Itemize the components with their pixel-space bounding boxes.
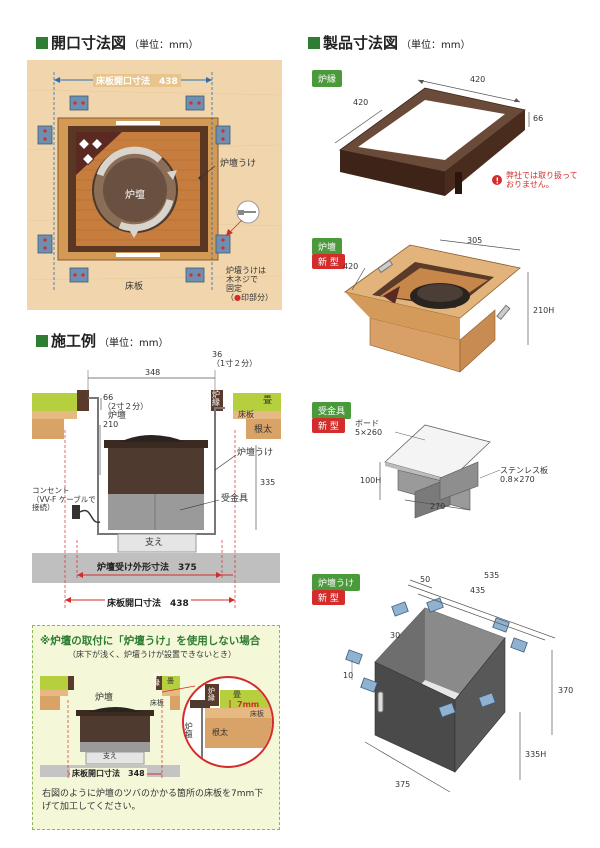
- example-dim-210: 210: [103, 420, 119, 429]
- rodan-tag: 炉壇: [312, 238, 343, 255]
- ukekanagu-tag: 受金具: [312, 402, 352, 419]
- opening-screw-note: 炉壇うけは 木ネジで 固定: [226, 266, 266, 294]
- ukekanagu-height: 100H: [360, 476, 382, 485]
- note-roban-label: 炉壇: [95, 693, 114, 703]
- screw-icon: [236, 200, 260, 224]
- title-square-icon: [36, 37, 48, 49]
- rodan-uke-tag: 炉壇うけ: [312, 574, 361, 591]
- opening-unit: （単位：mm）: [129, 40, 199, 51]
- ukekanagu-board: ボード 5×260: [355, 419, 383, 438]
- example-unit: （単位：mm）: [99, 338, 169, 349]
- screw-note-tail-text: 印部分）: [240, 293, 273, 302]
- warning-icon: [492, 175, 502, 185]
- robuchi-tag: 炉縁: [312, 70, 343, 87]
- robuchi-dim-top: 420: [470, 75, 486, 84]
- rodan-dim-height: 210H: [533, 306, 555, 315]
- rodan-new-tag: 新 型: [312, 254, 345, 269]
- screw-note-mark: ●: [234, 293, 241, 302]
- example-outer-dim: 炉壇受け外形寸法 375: [97, 563, 197, 573]
- example-outlet-label: コンセント （VV-F ケーブルで 接続）: [32, 486, 96, 513]
- note-robuchi-label: 炉 縁: [153, 672, 160, 687]
- rodan-uke-dim-370: 370: [558, 686, 574, 695]
- robuchi-warning: 弊社では取り扱って おりません。: [506, 171, 578, 190]
- example-opening-dim: 床板開口寸法 438: [105, 596, 191, 609]
- zoom-robuchi-label: 炉 縁: [208, 687, 215, 702]
- example-robuchi-label: 炉 縁: [212, 390, 220, 407]
- note-tatami-label: 畳: [167, 677, 174, 685]
- rodan-uke-dim-inner: 435: [470, 586, 486, 595]
- example-roban-label: 炉壇: [108, 411, 127, 421]
- example-rodan-uke-label: 炉壇うけ: [237, 448, 274, 458]
- opening-rodan-uke-label: 炉壇うけ: [220, 159, 257, 169]
- note-sasae-label: 支え: [103, 752, 117, 760]
- product-title-text: 製品寸法図: [323, 34, 399, 52]
- rodan-uke-dim-10: 10: [343, 671, 354, 680]
- rodan-uke-new-tag: 新 型: [312, 590, 345, 605]
- rodan-uke-dim-outer: 535: [484, 571, 500, 580]
- opening-title-text: 開口寸法図: [51, 34, 127, 52]
- example-section-title: 施工例（単位：mm）: [36, 330, 169, 351]
- opening-roban-label: 炉壇: [125, 190, 145, 201]
- example-dim-66: 66 （2寸２分）: [103, 393, 149, 412]
- note-title: ※炉壇の取付に「炉壇うけ」を使用しない場合: [40, 635, 261, 647]
- zoom-yukaita-label: 床板: [250, 710, 264, 718]
- title-square-icon: [308, 37, 320, 49]
- note-yukaita-label: 床板: [150, 699, 164, 707]
- product-unit: （単位：mm）: [401, 40, 471, 51]
- zoom-roban-label: 炉壇: [184, 722, 194, 738]
- example-dim-335: 335: [260, 478, 276, 487]
- svg-text:!: !: [496, 177, 500, 186]
- opening-yukaita-label: 床板: [125, 282, 144, 292]
- robuchi-dim-left: 420: [353, 98, 369, 107]
- zoom-neda-label: 根太: [212, 728, 228, 737]
- example-ukekanagu-label: 受金具: [221, 494, 249, 504]
- ukekanagu-steel: ステンレス板 0.8×270: [500, 466, 548, 485]
- note-body-text: 右図のように炉壇のツバのかかる箇所の床板を7mm下げて加工してください。: [42, 789, 264, 812]
- ukekanagu-width: 270: [430, 502, 446, 511]
- title-square-icon: [36, 335, 48, 347]
- example-dim-348: 348: [145, 368, 161, 377]
- example-dim-36: 36 （1寸２分）: [212, 350, 258, 369]
- opening-section-title: 開口寸法図（単位：mm）: [36, 32, 199, 53]
- note-subtitle: （床下が浅く、炉壇うけが設置できないとき）: [68, 650, 236, 659]
- example-neda-label: 根太: [254, 425, 273, 435]
- rodan-uke-dim-30: 30: [390, 631, 401, 640]
- rodan-dim-left: 420: [343, 262, 359, 271]
- rodan-uke-dim-375: 375: [395, 780, 411, 789]
- example-title-text: 施工例: [51, 332, 97, 350]
- opening-dim-label: 床板開口寸法 438: [93, 74, 181, 87]
- example-tatami-label: 畳: [263, 396, 273, 406]
- rodan-uke-dim-335: 335H: [525, 750, 547, 759]
- zoom-tatami-label: 畳: [233, 690, 241, 699]
- opening-screw-note-tail: （●印部分）: [226, 293, 273, 302]
- rodan-uke-dim-50: 50: [420, 575, 431, 584]
- rodan-dim-top: 305: [467, 236, 483, 245]
- example-sasae-label: 支え: [145, 538, 164, 548]
- zoom-7mm-label: 7mm: [237, 700, 260, 709]
- ukekanagu-new-tag: 新 型: [312, 418, 345, 433]
- screw-note-head: （: [226, 293, 234, 302]
- product-section-title: 製品寸法図（単位：mm）: [308, 32, 471, 53]
- robuchi-dim-height: 66: [533, 114, 544, 123]
- note-opening-dim: 床板開口寸法 348: [70, 768, 147, 779]
- example-yukaita-label: 床板: [238, 410, 254, 419]
